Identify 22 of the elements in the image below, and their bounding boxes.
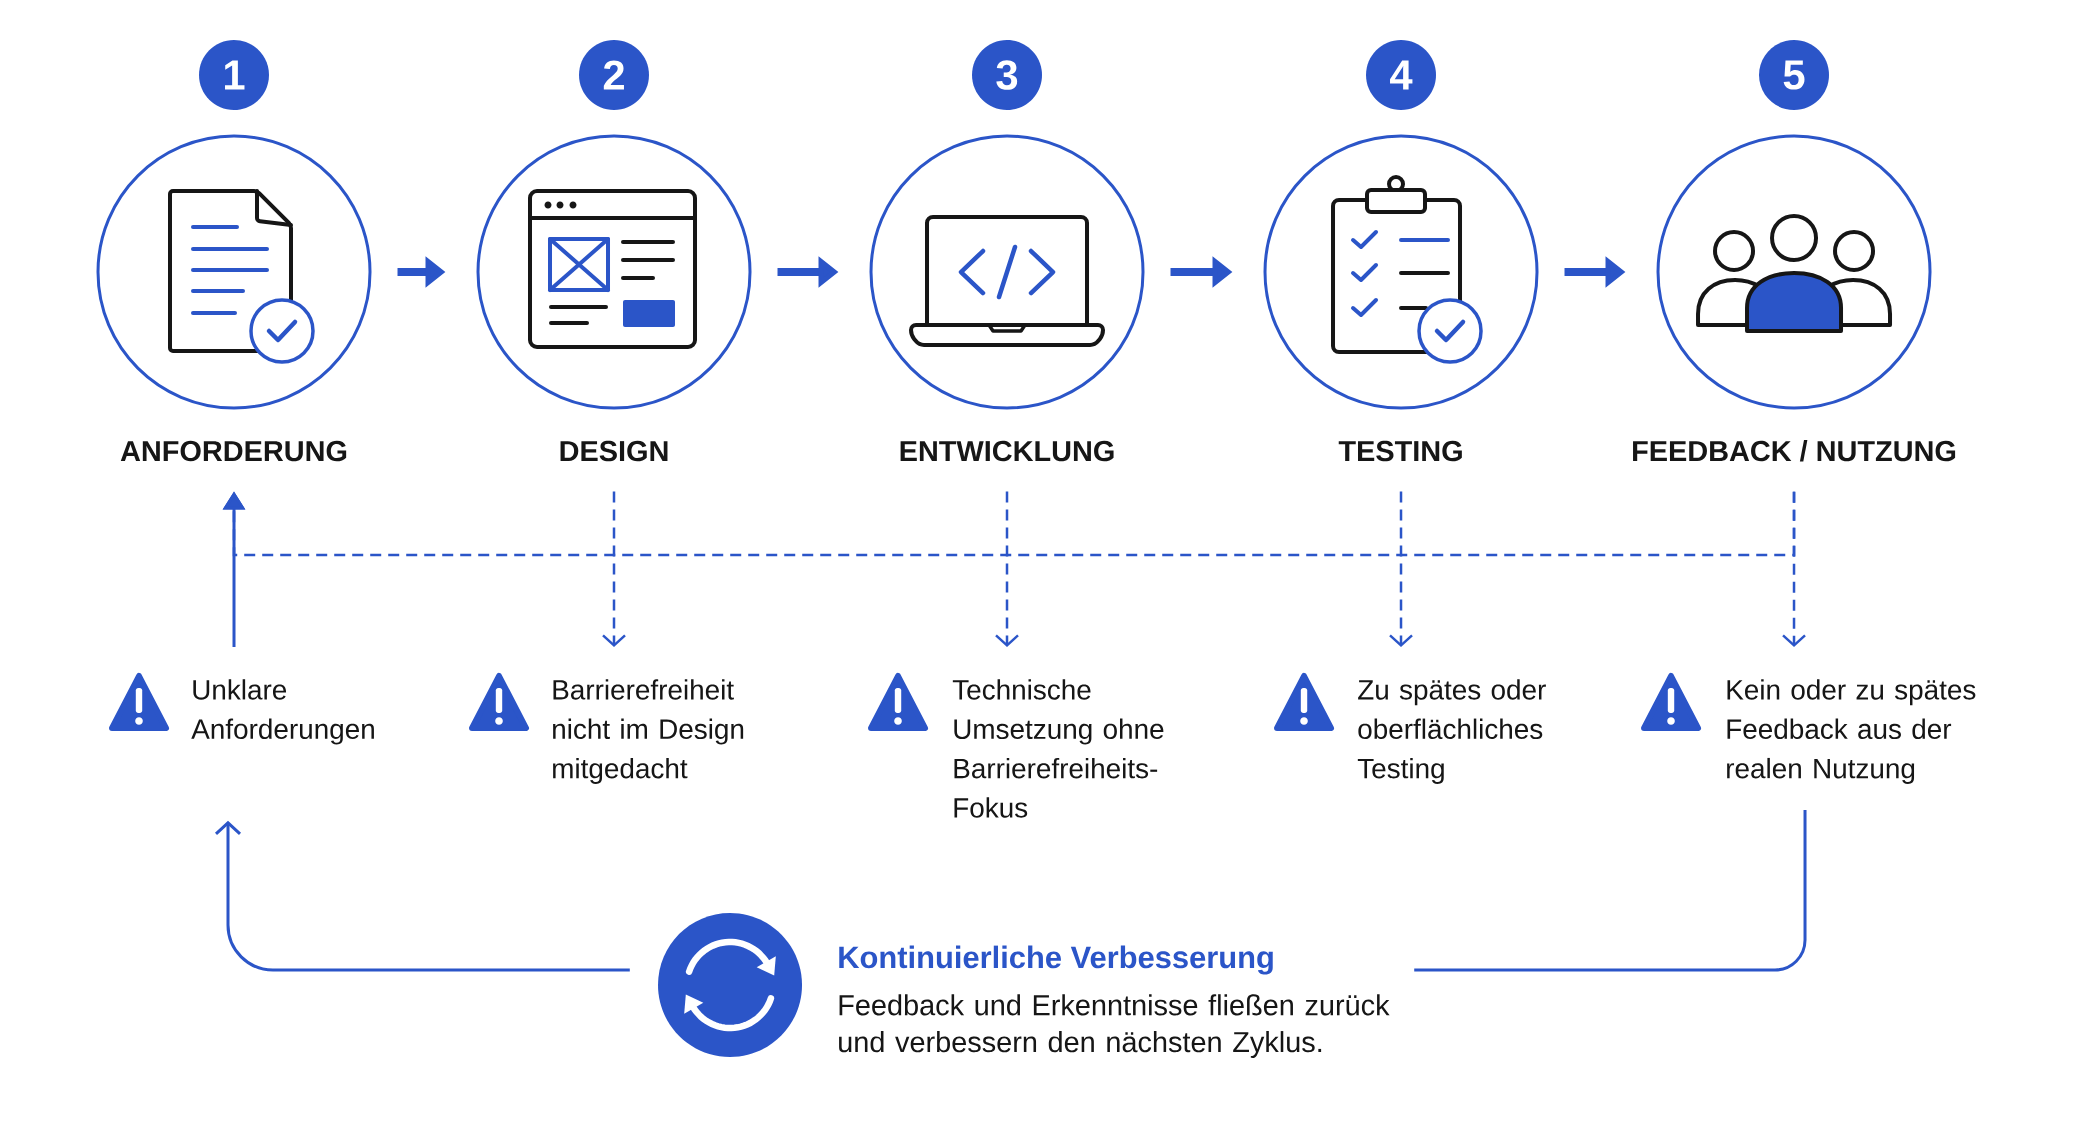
heading: Kontinuierliche Verbesserung [839, 945, 1273, 975]
warning-text: Technische Umsetzung ohne Barrierefreiheits-Fokus [952, 679, 1164, 818]
stage-title: ANFORDERUNG [120, 440, 347, 462]
dashed-arrow [602, 491, 626, 647]
stage-title: DESIGN [560, 440, 668, 462]
number-badge: 5 [1759, 40, 1829, 110]
number-badge: 1 [199, 40, 269, 110]
warning-text: Unklare Anforderungen [191, 679, 374, 745]
stage-title: TESTING [1338, 440, 1462, 462]
number-badge: 2 [579, 40, 649, 110]
stage-title: ENTWICKLUNG [900, 440, 1114, 462]
warning-text: Kein oder zu spätes Feedback aus der realen Nutzung [1727, 679, 1976, 784]
number-badge: 3 [972, 40, 1042, 110]
dashed-arrow [995, 491, 1019, 647]
stage-title: FEEDBACK / NUTZUNG [1633, 440, 1956, 462]
warning-text: Barrierefreiheit nicht im Design mitgedacht [553, 679, 744, 784]
description: Feedback und Erkenntnisse fließen zurück und verbessern den nächsten Zyklus. [839, 994, 1390, 1058]
line [1414, 810, 1807, 972]
warning-text: Zu spätes oder oberflächliches Testing [1357, 679, 1546, 784]
arrow [215, 820, 630, 972]
number-badge: 4 [1366, 40, 1436, 110]
dashed-arrow [1389, 491, 1413, 647]
